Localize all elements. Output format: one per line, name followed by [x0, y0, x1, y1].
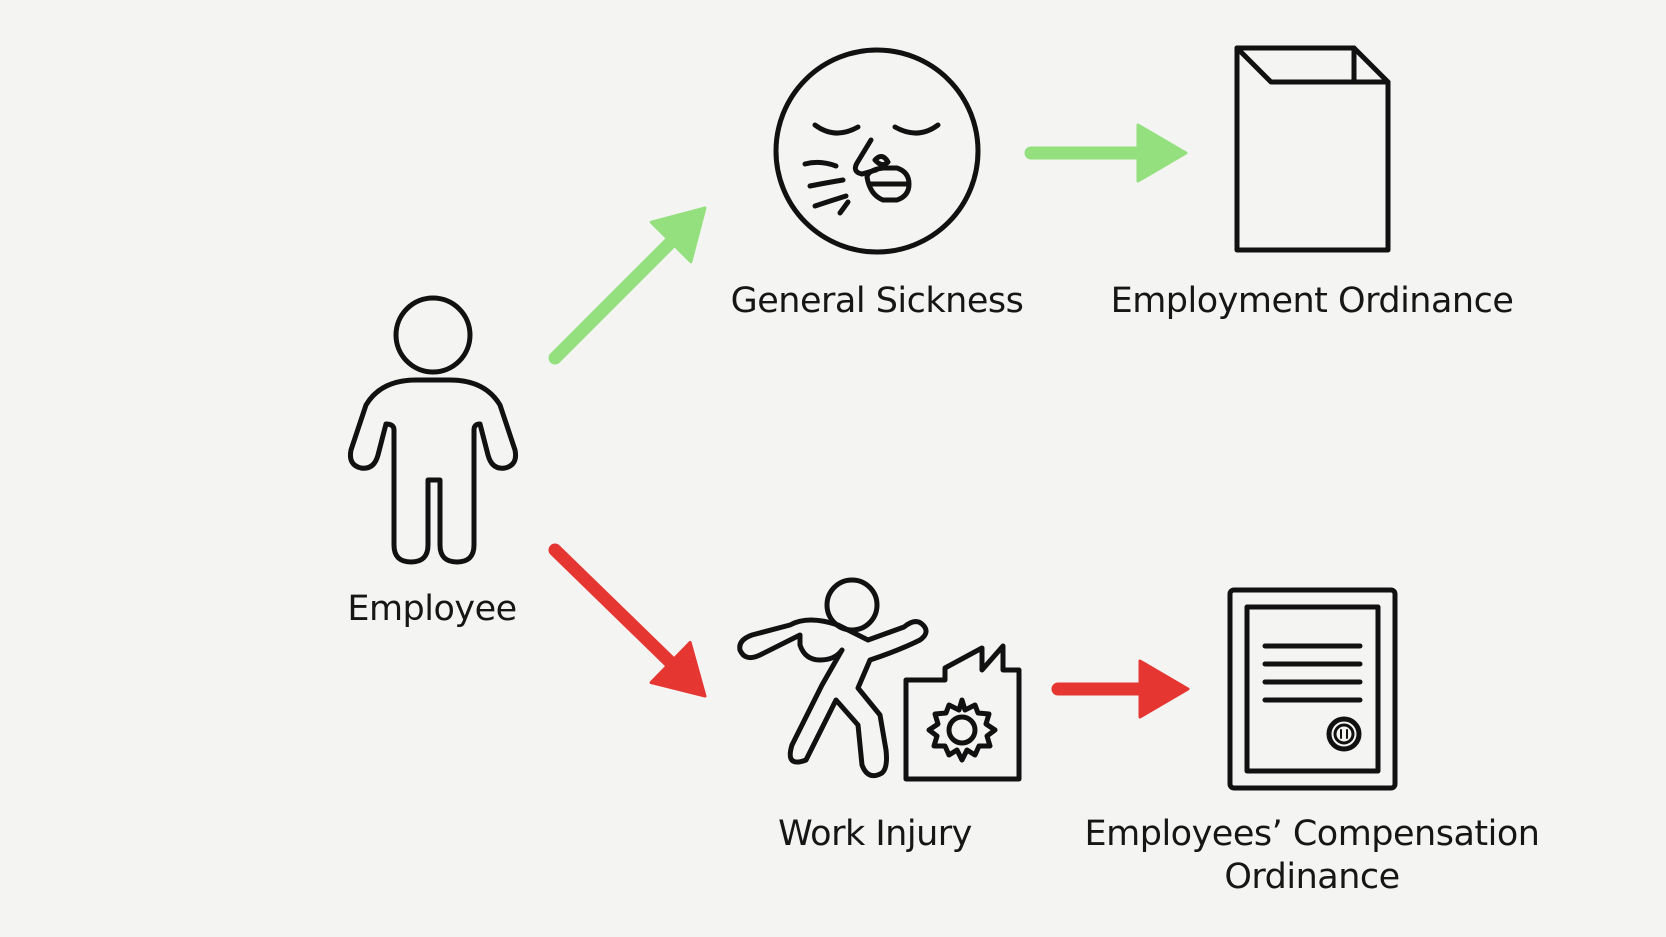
- employees-compensation-label-line2: Ordinance: [1224, 857, 1400, 897]
- person-icon: [348, 295, 518, 565]
- general-sickness-label: General Sickness: [730, 281, 1024, 321]
- employee-label: Employee: [347, 589, 517, 629]
- arrow-head-employee-to-general_sickness: [649, 206, 707, 264]
- employment-ordinance-label: Employment Ordinance: [1110, 281, 1514, 321]
- sneezing-face-icon: [773, 47, 981, 255]
- arrow-head-general_sickness-to-employment_ordinance: [1136, 123, 1188, 183]
- employees-compensation-label-line1: Employees’ Compensation: [1084, 814, 1540, 854]
- open-box-icon: [1234, 45, 1391, 253]
- work-injury-label: Work Injury: [778, 814, 972, 854]
- certificate-document-icon: [1227, 587, 1398, 791]
- arrow-head-work_injury-to-employees_compensation_ordinance: [1138, 659, 1190, 719]
- arrow-shaft-employee-to-general_sickness: [548, 232, 681, 365]
- arrow-head-employee-to-work_injury: [649, 640, 707, 698]
- arrow-shaft-employee-to-work_injury: [548, 543, 680, 672]
- falling-worker-factory-icon: [737, 577, 1022, 782]
